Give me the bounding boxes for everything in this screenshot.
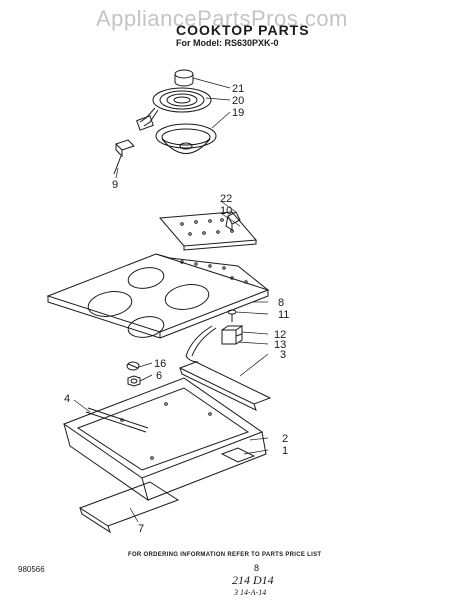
callout-20: 20	[232, 95, 244, 107]
spring-clip	[126, 361, 140, 371]
cooktop-surface	[46, 253, 270, 339]
callout-11: 11	[278, 309, 289, 321]
handwritten-code: 214 D14	[232, 573, 274, 587]
callout-12: 12	[274, 329, 286, 341]
mounting-bracket	[178, 361, 272, 411]
callout-3: 3	[280, 349, 286, 361]
handwritten-note: 3 14-A-14	[234, 588, 267, 597]
watermark: AppliancePartsPros.com	[96, 6, 348, 31]
callout-13: 13	[274, 339, 286, 351]
callout-8: 8	[278, 297, 284, 309]
callout-7: 7	[138, 523, 144, 535]
callout-numbers: 21 20 19 9 22 10 8 11 12 13 3 16 6 4 2 1…	[64, 83, 289, 535]
control-panel-strip	[158, 211, 258, 251]
page-number: 8	[254, 563, 260, 573]
surface-unit-knob	[174, 69, 194, 87]
support-rod	[85, 407, 149, 433]
model-subtitle: For Model: RS630PXK-0	[176, 38, 279, 48]
drip-pan	[155, 123, 217, 154]
burner-box	[62, 377, 267, 502]
infinite-switch	[221, 325, 244, 345]
leader-lines	[73, 77, 269, 523]
callout-21: 21	[232, 83, 244, 95]
bottom-heat-shield	[78, 481, 180, 534]
callout-10: 10	[220, 205, 232, 217]
callout-22: 22	[220, 193, 232, 205]
support-rail	[220, 447, 256, 463]
page-title: COOKTOP PARTS	[176, 22, 310, 38]
screw	[227, 309, 237, 322]
mounting-clip	[225, 211, 241, 231]
surface-element-coil	[136, 87, 212, 131]
hex-nut	[127, 375, 141, 387]
callout-6: 6	[156, 370, 162, 382]
callout-19: 19	[232, 107, 244, 119]
callout-4: 4	[64, 393, 70, 405]
callout-16: 16	[154, 358, 166, 370]
wire-harness	[185, 325, 217, 363]
ordering-note: FOR ORDERING INFORMATION REFER TO PARTS …	[128, 552, 322, 558]
document-number: 980566	[18, 565, 45, 574]
callout-2: 2	[282, 433, 288, 445]
callout-9: 9	[112, 179, 118, 191]
callout-1: 1	[282, 445, 288, 457]
terminal-block	[113, 139, 135, 175]
